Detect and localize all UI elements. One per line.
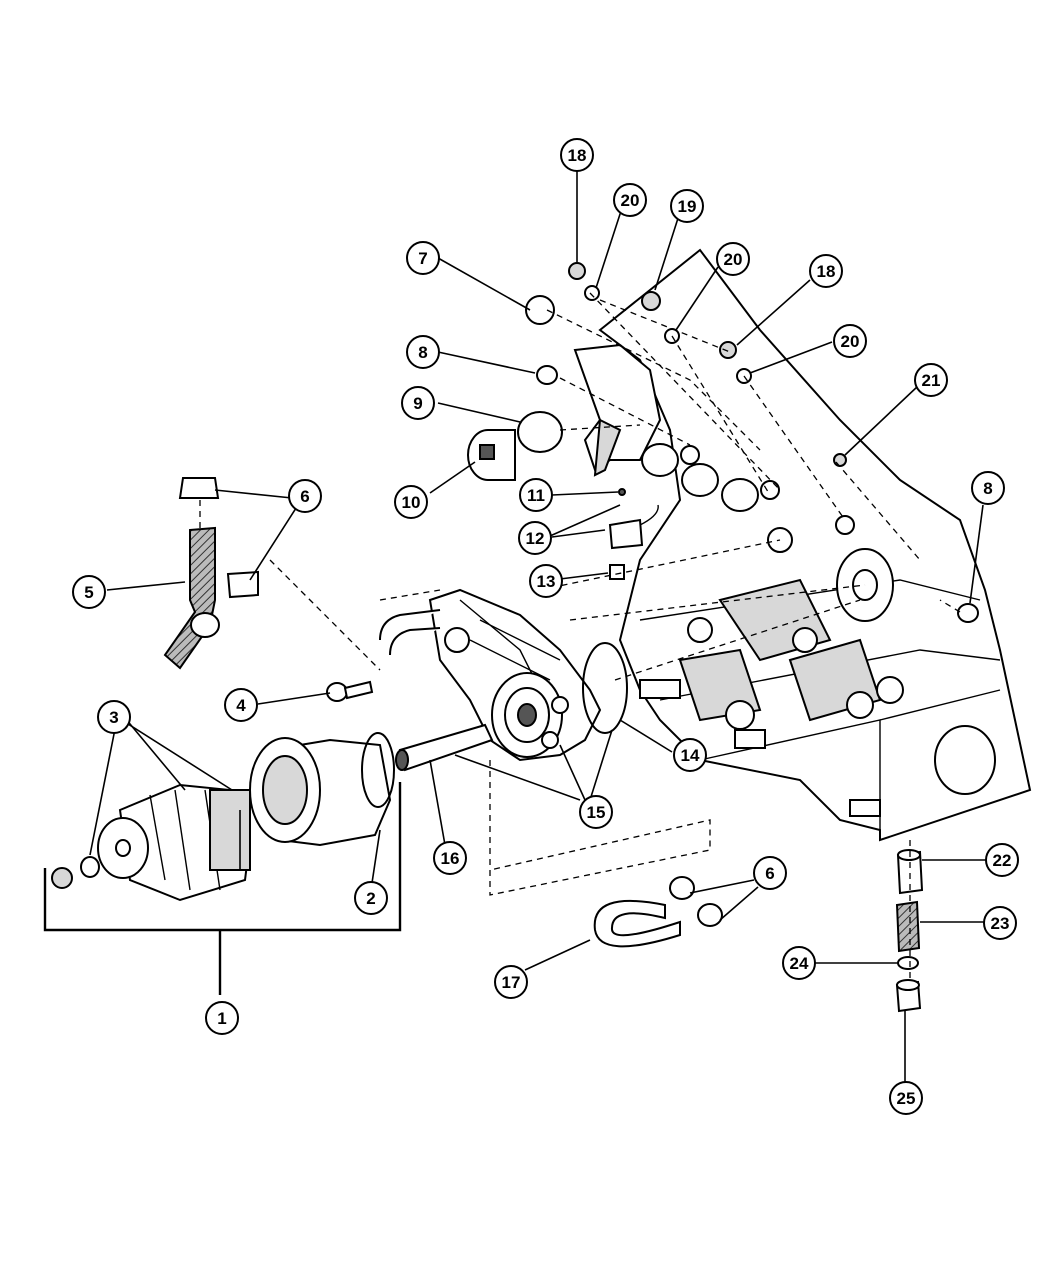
svg-text:7: 7 — [418, 249, 427, 268]
svg-text:1: 1 — [217, 1009, 226, 1028]
drain-plug — [51, 867, 73, 889]
svg-text:21: 21 — [922, 371, 941, 390]
callout-13: 13 — [529, 564, 563, 598]
svg-text:25: 25 — [897, 1089, 916, 1108]
callout-18-right: 18 — [809, 254, 843, 288]
callout-17: 17 — [494, 965, 528, 999]
svg-text:6: 6 — [300, 487, 309, 506]
housing-bolt — [326, 680, 374, 702]
filter-cap — [97, 783, 252, 902]
callout-20-mid: 20 — [716, 242, 750, 276]
svg-text:10: 10 — [402, 493, 421, 512]
svg-text:9: 9 — [413, 394, 422, 413]
callout-18-left: 18 — [560, 138, 594, 172]
svg-text:8: 8 — [418, 343, 427, 362]
plug-10 — [467, 429, 516, 481]
washer-20-left — [584, 285, 600, 301]
svg-text:18: 18 — [568, 146, 587, 165]
svg-text:15: 15 — [587, 803, 606, 822]
svg-text:13: 13 — [537, 572, 556, 591]
spring-23 — [895, 900, 921, 953]
plug-8-top — [536, 365, 558, 385]
sensor-12 — [608, 504, 659, 550]
nut-19 — [641, 291, 661, 311]
svg-text:16: 16 — [441, 849, 460, 868]
callout-7: 7 — [406, 241, 440, 275]
svg-text:20: 20 — [621, 191, 640, 210]
callout-22: 22 — [985, 843, 1019, 877]
svg-text:23: 23 — [991, 914, 1010, 933]
svg-text:5: 5 — [84, 583, 93, 602]
alignment-lines — [199, 292, 961, 980]
oil-filter-housing — [379, 588, 602, 762]
valve-22 — [896, 849, 924, 895]
svg-text:20: 20 — [841, 332, 860, 351]
plug-8-right — [957, 603, 979, 623]
callout-2: 2 — [354, 881, 388, 915]
callout-24: 24 — [782, 946, 816, 980]
callout-4: 4 — [224, 688, 258, 722]
leader-lines — [89, 170, 987, 1082]
svg-text:19: 19 — [678, 197, 697, 216]
callout-14: 14 — [673, 738, 707, 772]
engine-block — [573, 248, 1032, 842]
svg-text:6: 6 — [765, 864, 774, 883]
svg-text:24: 24 — [790, 954, 809, 973]
callout-8-left: 8 — [406, 335, 440, 369]
callout-3: 3 — [97, 700, 131, 734]
svg-text:11: 11 — [527, 486, 545, 505]
callout-6-top: 6 — [288, 479, 322, 513]
filter-stud — [395, 723, 494, 772]
callout-8-right: 8 — [971, 471, 1005, 505]
svg-text:17: 17 — [502, 973, 521, 992]
callout-1: 1 — [205, 1001, 239, 1035]
callout-20-top: 20 — [613, 183, 647, 217]
callout-6-bottom: 6 — [753, 856, 787, 890]
svg-text:8: 8 — [983, 479, 992, 498]
bolt-13 — [609, 564, 625, 580]
callout-10: 10 — [394, 485, 428, 519]
callout-21: 21 — [914, 363, 948, 397]
callout-20-right: 20 — [833, 324, 867, 358]
return-hose — [593, 876, 723, 948]
svg-text:3: 3 — [109, 708, 118, 727]
svg-text:22: 22 — [993, 851, 1012, 870]
cap-o-ring — [80, 856, 100, 878]
svg-text:18: 18 — [817, 262, 836, 281]
callout-11: 11 — [519, 478, 553, 512]
svg-text:12: 12 — [526, 529, 545, 548]
o-ring-24 — [897, 956, 919, 970]
svg-text:14: 14 — [681, 746, 700, 765]
callout-12: 12 — [518, 521, 552, 555]
callout-16: 16 — [433, 841, 467, 875]
callout-9: 9 — [401, 386, 435, 420]
svg-text:20: 20 — [724, 250, 743, 269]
filter-element — [249, 732, 395, 847]
svg-text:2: 2 — [366, 889, 375, 908]
callout-25: 25 — [889, 1081, 923, 1115]
nut-18-left — [568, 262, 586, 280]
callout-23: 23 — [983, 906, 1017, 940]
housing-gasket — [582, 642, 628, 734]
callout-1-bracket — [43, 782, 402, 995]
plug-25 — [895, 979, 922, 1013]
callout-15: 15 — [579, 795, 613, 829]
fitting-21 — [833, 453, 847, 467]
callout-5: 5 — [72, 575, 106, 609]
plug-7 — [525, 295, 555, 325]
nut-18-right — [719, 341, 737, 359]
svg-text:4: 4 — [236, 696, 246, 715]
pin-11 — [618, 488, 626, 496]
oil-hose — [163, 477, 259, 670]
o-ring-9 — [517, 411, 563, 453]
callout-19: 19 — [670, 189, 704, 223]
